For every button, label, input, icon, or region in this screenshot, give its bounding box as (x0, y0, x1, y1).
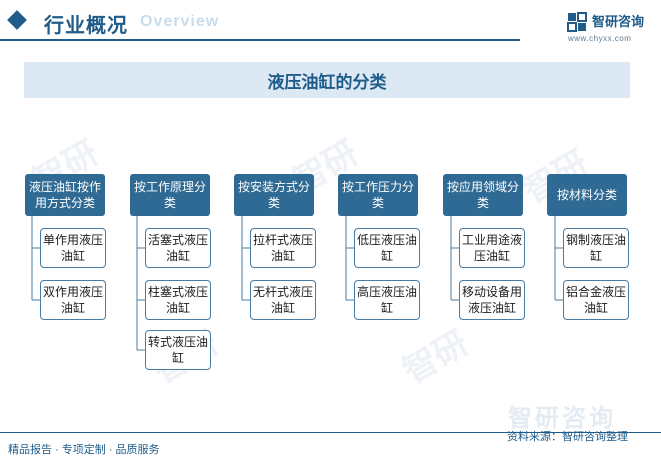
connector-line (345, 216, 354, 301)
connector-line (450, 216, 459, 301)
subcategory-box: 钢制液压油缸 (563, 228, 629, 268)
brand-url: www.chyxx.com (568, 34, 632, 43)
connector-line (31, 216, 40, 301)
source-note: 资料来源：智研咨询整理 (507, 431, 628, 443)
connector-line (136, 216, 145, 351)
subcategory-box: 柱塞式液压油缸 (145, 280, 211, 320)
category-box: 按工作压力分类 (338, 174, 418, 216)
subcategory-box: 低压液压油缸 (354, 228, 420, 268)
diagram-title-band: 液压油缸的分类 (24, 62, 630, 98)
subcategory-box: 高压液压油缸 (354, 280, 420, 320)
subcategory-box: 单作用液压油缸 (40, 228, 106, 268)
category-box: 按安装方式分类 (234, 174, 314, 216)
subcategory-box: 铝合金液压油缸 (563, 280, 629, 320)
header-title: 行业概况 (44, 15, 128, 37)
subcategory-box: 无杆式液压油缸 (250, 280, 316, 320)
subcategory-box: 拉杆式液压油缸 (250, 228, 316, 268)
subcategory-box: 工业用途液压油缸 (459, 228, 525, 268)
brand-logo-icon (567, 12, 587, 32)
footer-slogan: 精品报告 · 专项定制 · 品质服务 (8, 444, 160, 456)
connector-line (554, 216, 563, 301)
brand-name: 智研咨询 (592, 14, 645, 29)
footer-watermark-logo: 智研咨询 (508, 405, 616, 432)
subcategory-box: 双作用液压油缸 (40, 280, 106, 320)
footer-divider (0, 432, 661, 433)
category-box: 按工作原理分类 (130, 174, 210, 216)
category-box: 液压油缸按作用方式分类 (25, 174, 105, 216)
diagram-title: 液压油缸的分类 (267, 72, 387, 93)
subcategory-box: 转式液压油缸 (145, 330, 211, 370)
header-subtitle: Overview (140, 13, 220, 30)
header-divider (0, 39, 520, 41)
page-header: Overview 行业概况 智研咨询 www.chyxx.com (0, 0, 661, 44)
category-box: 按材料分类 (547, 174, 627, 216)
connector-line (241, 216, 250, 301)
subcategory-box: 活塞式液压油缸 (145, 228, 211, 268)
subcategory-box: 移动设备用液压油缸 (459, 280, 525, 320)
category-box: 按应用领域分类 (443, 174, 523, 216)
